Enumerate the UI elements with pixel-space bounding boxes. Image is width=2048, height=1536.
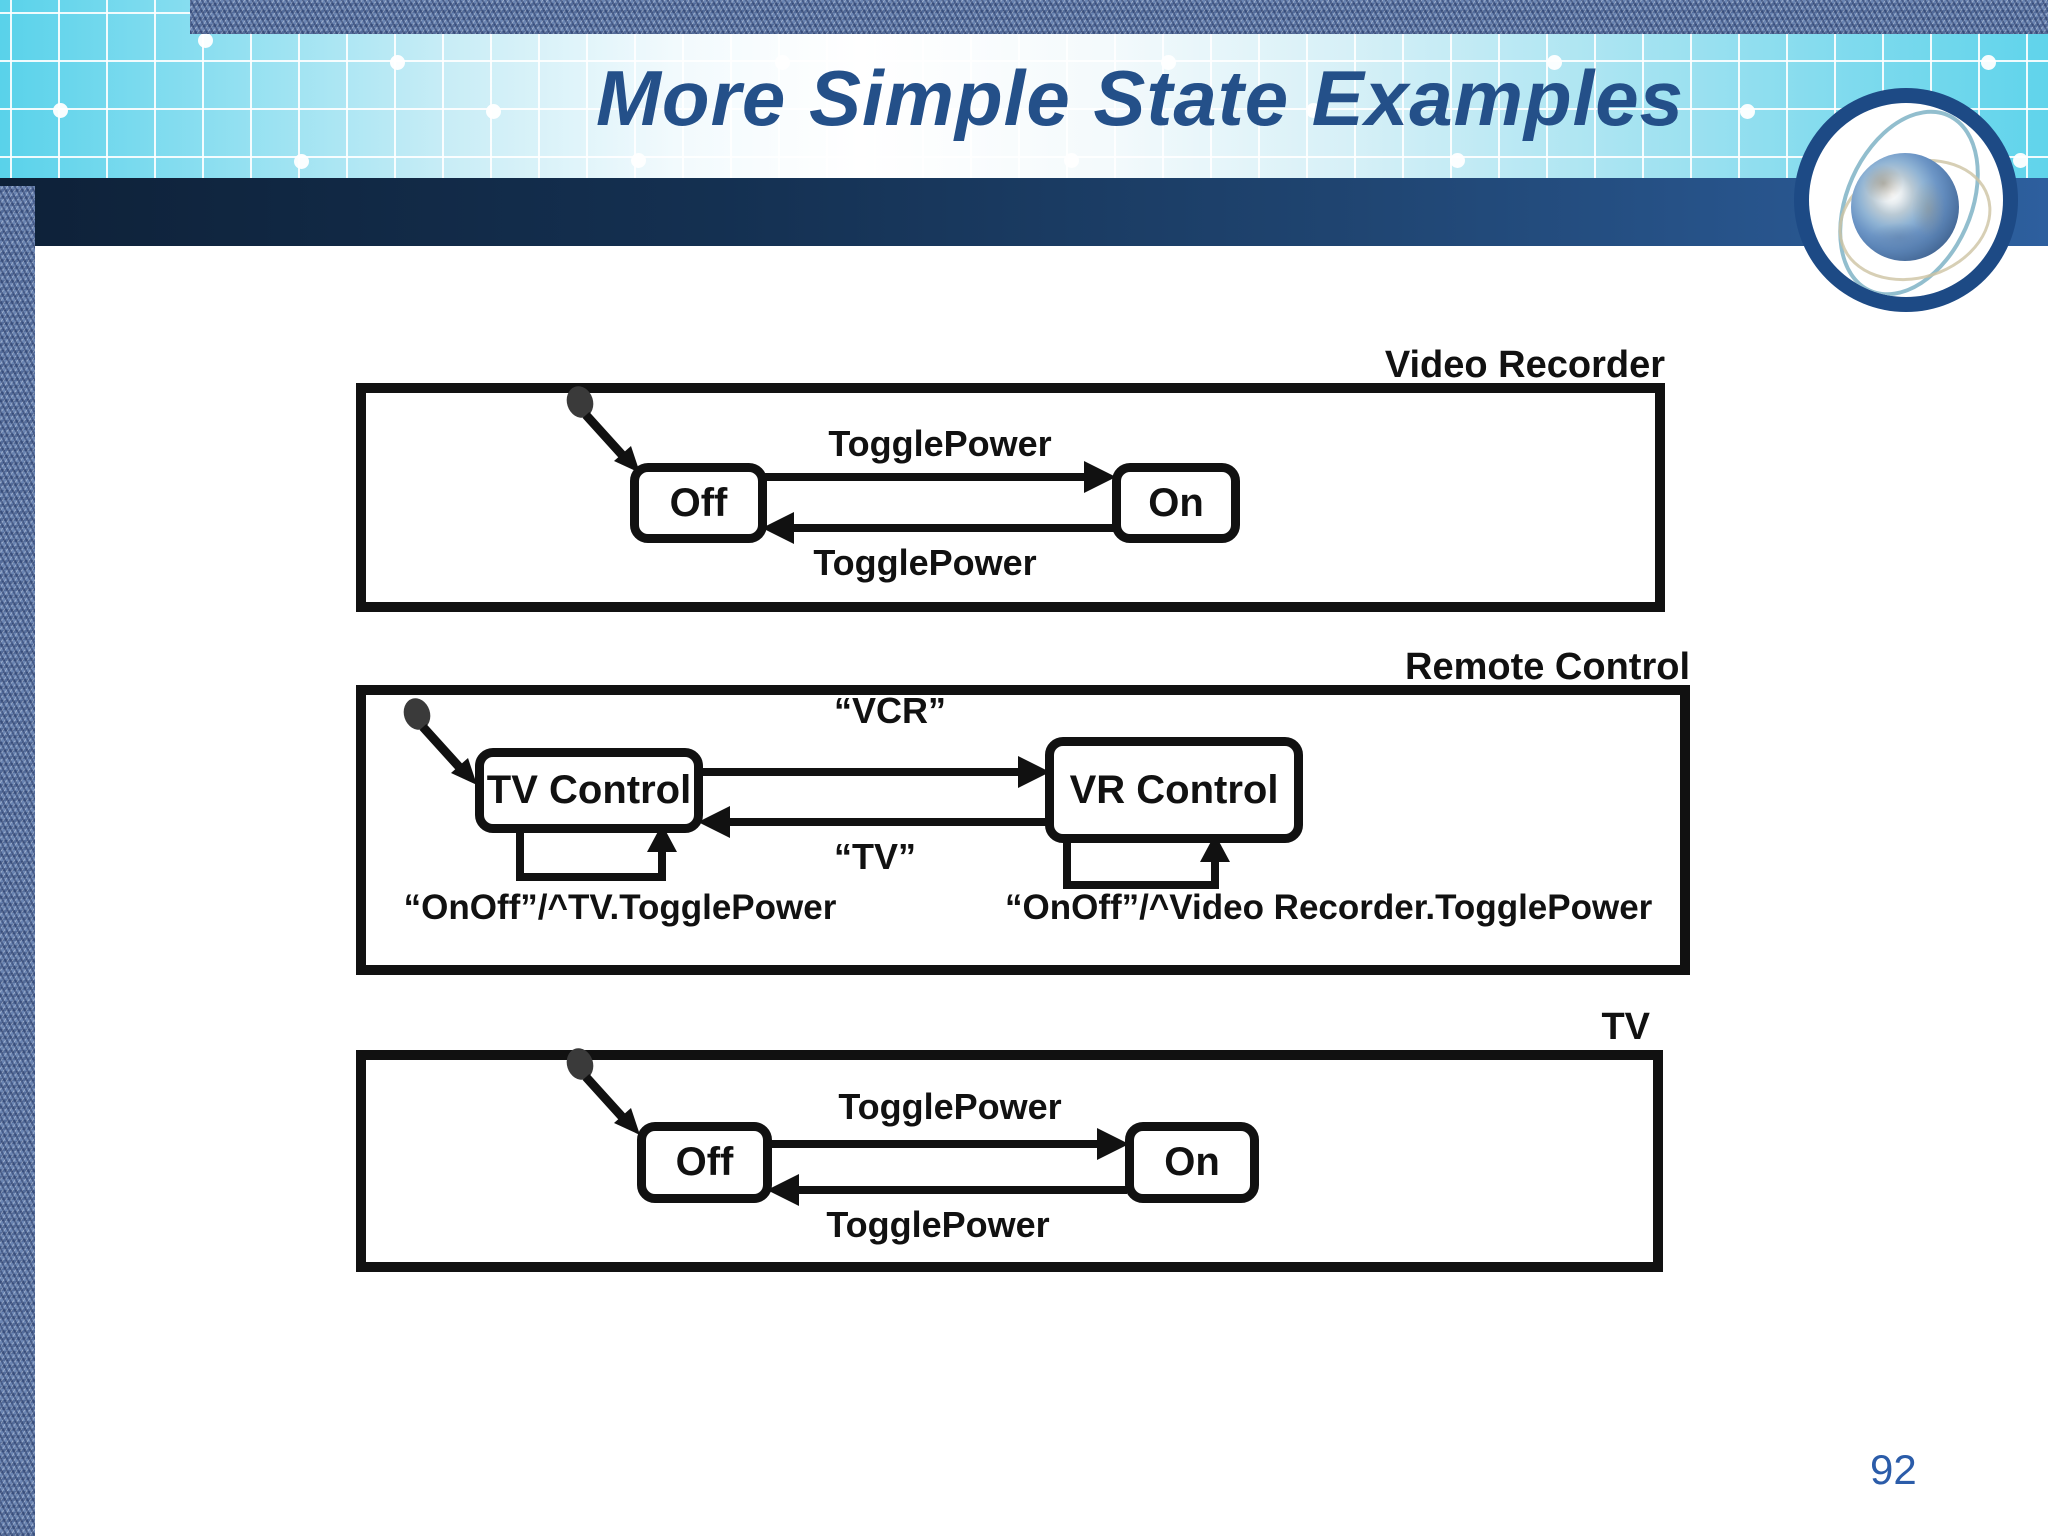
transition-label: “VCR” — [833, 690, 946, 731]
state-label: Off — [669, 480, 728, 525]
arrowhead-left-icon — [767, 1174, 799, 1206]
arrow-shaft — [769, 1140, 1121, 1148]
slide-title: More Simple State Examples — [595, 54, 1685, 142]
arrowhead-left-icon — [762, 512, 794, 544]
arrow-shaft — [706, 818, 1048, 826]
frame-title-tv: TV — [1601, 1006, 1650, 1048]
transition-label: TogglePower — [838, 1086, 1062, 1127]
transition-arrow-vr-to-tv — [698, 806, 1048, 838]
state-label: Off — [675, 1140, 734, 1184]
initial-state-icon — [566, 1048, 640, 1135]
globe-logo — [1794, 88, 2018, 312]
self-transition-label-tv: “OnOff”/^TV.TogglePower — [403, 888, 837, 927]
arrowhead-right-icon — [1097, 1128, 1129, 1160]
state-label: VR Control — [1069, 767, 1279, 812]
arrow-shaft — [700, 768, 1042, 776]
transition-label: TogglePower — [828, 423, 1052, 464]
self-transition-loop-vr — [1063, 839, 1219, 889]
page-number: 92 — [1870, 1446, 1917, 1493]
state-off: Off — [637, 1122, 772, 1203]
frame-title-remote-control: Remote Control — [1405, 646, 1690, 688]
transition-arrow-tv-to-vr — [700, 756, 1050, 788]
transition-label: TogglePower — [813, 542, 1037, 583]
initial-state-icon — [566, 386, 640, 473]
transition-arrow-on-to-off — [767, 1174, 1127, 1206]
arrow-shaft — [770, 524, 1114, 532]
arrowhead-right-icon — [1084, 461, 1116, 493]
transition-arrow-off-to-on — [769, 1128, 1129, 1160]
left-texture-border — [0, 186, 35, 1536]
frame-title-video-recorder: Video Recorder — [1384, 344, 1665, 386]
arrowhead-left-icon — [698, 806, 730, 838]
arrow-shaft — [775, 1186, 1127, 1194]
self-transition-loop-tv — [516, 829, 666, 881]
transition-label: “TV” — [833, 836, 916, 877]
self-transition-label-vr: “OnOff”/^Video Recorder.TogglePower — [1005, 888, 1653, 927]
title-underline-bar — [0, 178, 2048, 246]
transition-arrow-on-to-off — [762, 512, 1114, 544]
arrowhead-up-icon — [1200, 834, 1230, 862]
state-tv-control: TV Control — [475, 748, 703, 833]
top-texture-strip — [190, 0, 2048, 34]
arrowhead-up-icon — [647, 824, 677, 852]
arrowhead-right-icon — [1018, 756, 1050, 788]
arrow-shaft — [764, 473, 1108, 481]
state-vr-control: VR Control — [1045, 737, 1303, 843]
initial-state-icon — [403, 698, 477, 785]
transition-arrow-off-to-on — [764, 461, 1116, 493]
state-machine-frame-video-recorder — [356, 383, 1665, 612]
state-machine-frame-tv — [356, 1050, 1663, 1272]
state-label: On — [1148, 480, 1204, 525]
earth-icon — [1851, 153, 1959, 261]
state-label: On — [1164, 1140, 1220, 1184]
globe-inner-disc — [1809, 103, 2003, 297]
state-off: Off — [630, 463, 767, 543]
transition-label: TogglePower — [826, 1204, 1050, 1245]
state-on: On — [1125, 1122, 1259, 1203]
state-label: TV Control — [486, 768, 692, 812]
state-on: On — [1112, 463, 1240, 543]
